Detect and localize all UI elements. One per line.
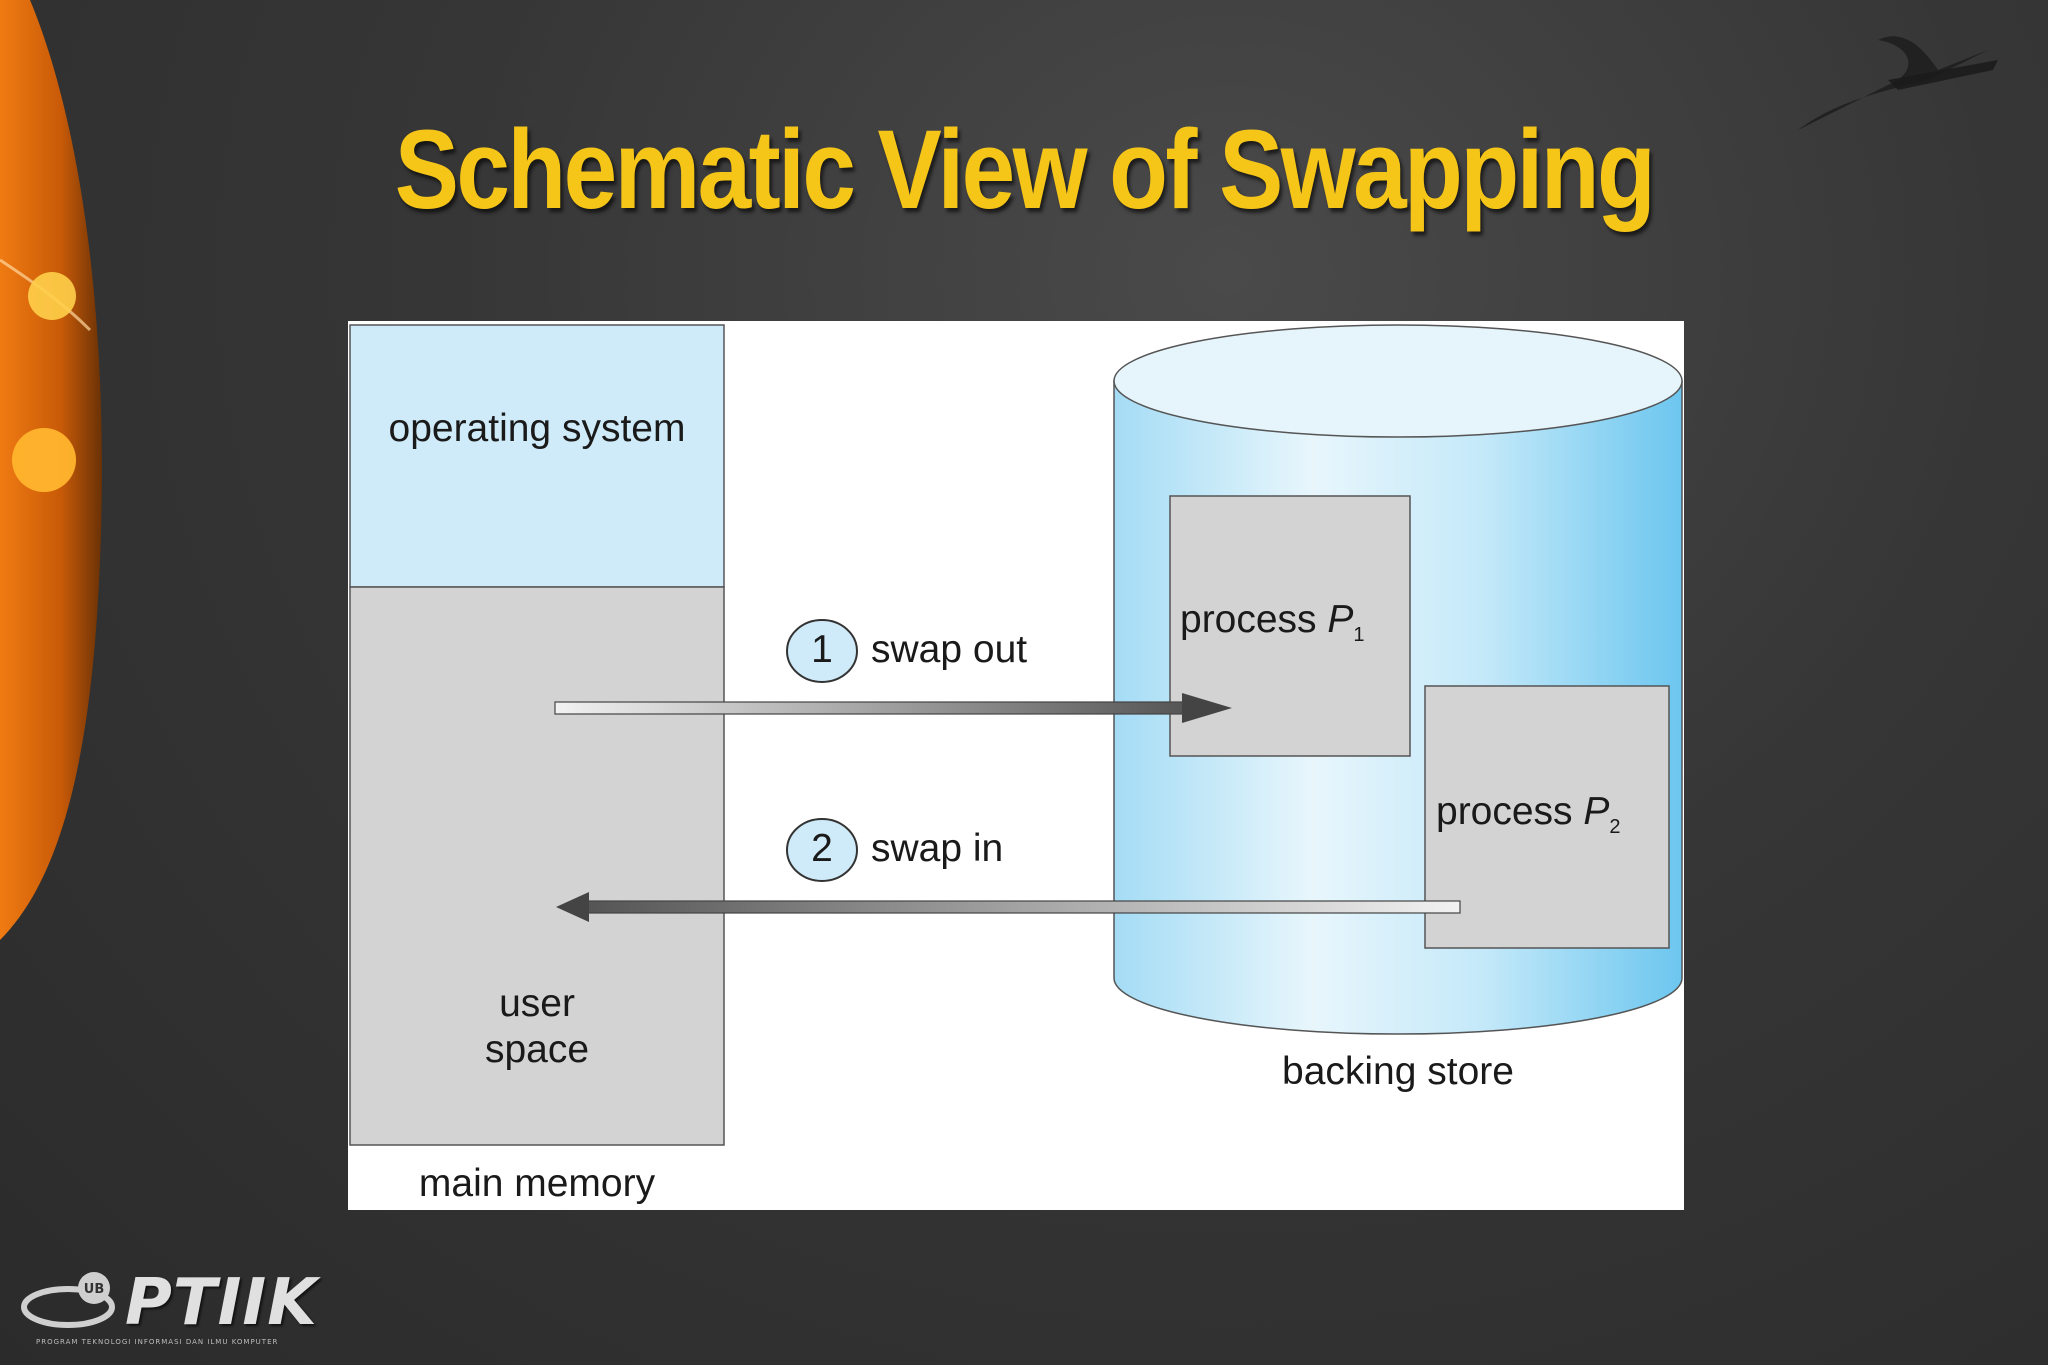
ptiik-logo-icon: UB xyxy=(18,1262,128,1342)
step-1-number: 1 xyxy=(802,627,842,673)
swap-out-arrow xyxy=(555,702,1185,714)
cylinder-top xyxy=(1114,325,1682,437)
os-label: operating system xyxy=(350,406,724,452)
swap-out-label: swap out xyxy=(871,627,1027,673)
step-2-number: 2 xyxy=(802,826,842,872)
swap-in-arrow xyxy=(588,901,1460,913)
user-space-label: user space xyxy=(463,981,611,1073)
process-p1-label: process P1 xyxy=(1180,597,1365,658)
main-memory-caption: main memory xyxy=(350,1161,724,1207)
logo-badge: UB xyxy=(84,1282,104,1297)
footer-subtitle: PROGRAM TEKNOLOGI INFORMASI DAN ILMU KOM… xyxy=(36,1338,278,1346)
backing-store-caption: backing store xyxy=(1198,1049,1598,1095)
orange-swoosh-decoration xyxy=(0,0,140,1365)
swap-in-label: swap in xyxy=(871,826,1003,872)
glow-dot-icon xyxy=(12,428,76,492)
glow-dot-icon xyxy=(28,272,76,320)
process-p2-label: process P2 xyxy=(1436,789,1621,850)
footer-logo-text: PTIIK xyxy=(125,1266,318,1340)
slide-title: Schematic View of Swapping xyxy=(143,105,1904,234)
os-region xyxy=(350,325,724,587)
swapping-diagram: operating system user space main memory … xyxy=(348,321,1684,1210)
